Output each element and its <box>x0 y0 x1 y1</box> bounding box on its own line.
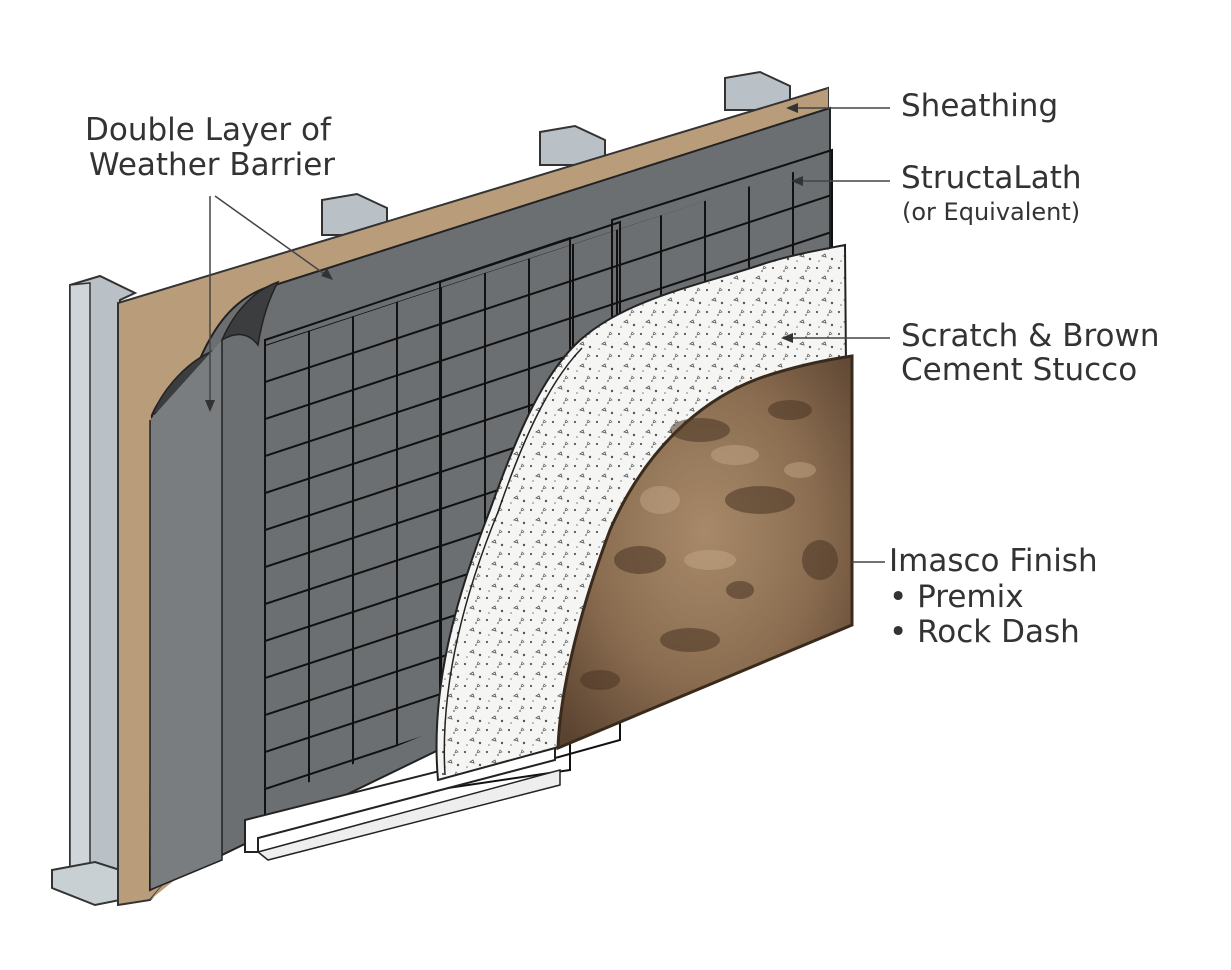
label-structalath: StructaLath <box>901 160 1082 196</box>
label-finish-title: Imasco Finish <box>889 543 1098 579</box>
label-scratch-line1: Scratch & Brown <box>901 318 1160 354</box>
label-double-layer-line1: Double Layer of <box>85 112 331 148</box>
label-structalath-sub: (or Equivalent) <box>902 198 1081 226</box>
leader-arrowheads <box>205 103 803 412</box>
imasco-finish-coat <box>556 354 854 751</box>
barrier-curl-2 <box>220 280 280 347</box>
finish-texture <box>580 400 838 690</box>
leader-lines <box>209 107 890 563</box>
label-sheathing: Sheathing <box>901 88 1059 124</box>
lath-horizontal-wire <box>265 191 830 383</box>
lath-horizontal-wire <box>265 228 830 420</box>
label-finish-rockdash: • Rock Dash <box>889 614 1080 650</box>
label-finish-premix: • Premix <box>889 579 1024 615</box>
label-double-layer-line2: Weather Barrier <box>89 147 336 183</box>
steel-stud-tops <box>321 70 791 236</box>
label-scratch-line2: Cement Stucco <box>901 352 1138 388</box>
